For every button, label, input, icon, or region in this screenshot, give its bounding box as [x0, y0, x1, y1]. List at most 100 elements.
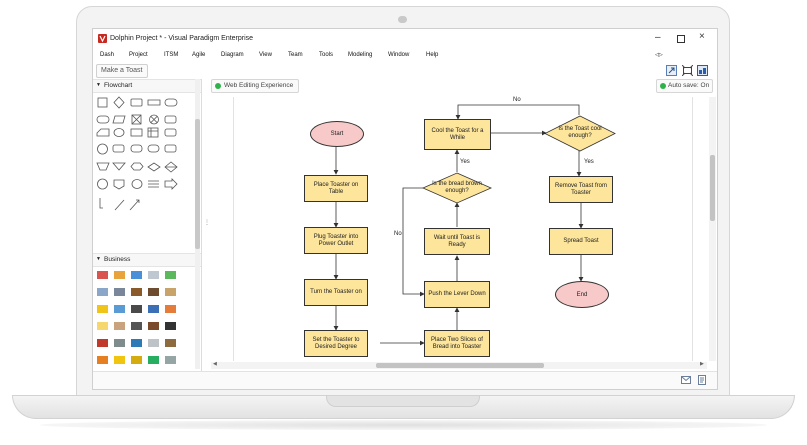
web-editing-toggle[interactable]: Web Editing Experience [211, 79, 300, 93]
monitor-icon[interactable] [114, 288, 125, 296]
palette-scroll-thumb[interactable] [195, 119, 200, 249]
business-label: Business [104, 256, 131, 263]
laptop-icon[interactable] [148, 339, 159, 347]
canvas-horizontal-scrollbar[interactable]: ◀ ▶ [211, 361, 707, 369]
cool-toast-node[interactable]: Cool the Toast for a While [424, 119, 491, 150]
target-icon[interactable] [97, 339, 108, 347]
chart-board-icon[interactable] [114, 271, 125, 279]
gears-icon[interactable] [114, 339, 125, 347]
place-toaster-node[interactable]: Place Toaster on Table [304, 175, 368, 202]
remove-toast-node[interactable]: Remove Toast from Toaster [549, 176, 613, 203]
callout-shape-icon [147, 99, 161, 106]
menu-help[interactable]: Help [426, 52, 439, 58]
menu-project[interactable]: Project [129, 52, 148, 58]
yes-label-left: Yes [460, 159, 470, 165]
spread-toast-node[interactable]: Spread Toast [549, 228, 613, 255]
turn-on-node[interactable]: Turn the Toaster on [304, 279, 368, 306]
palette-scrollbar[interactable] [195, 79, 200, 369]
data-shape-icon [112, 115, 126, 124]
note-icon[interactable] [97, 322, 108, 330]
set-degree-node[interactable]: Set the Toaster to Desired Degree [304, 330, 368, 357]
scale-icon[interactable] [97, 288, 108, 296]
close-icon[interactable]: × [699, 31, 705, 42]
offpage-connector-icon [113, 179, 125, 190]
auto-save-status[interactable]: Auto save: On [656, 79, 714, 93]
briefcase-icon[interactable] [97, 271, 108, 279]
scroll-left-icon[interactable]: ◀ [213, 361, 217, 367]
gavel-icon[interactable] [165, 339, 176, 347]
calendar-icon[interactable] [131, 271, 142, 279]
mail-icon[interactable] [681, 376, 691, 384]
business-section-header[interactable]: ▼ Business [93, 253, 201, 267]
menu-agile[interactable]: Agile [192, 52, 206, 58]
fit-view-icon[interactable] [682, 65, 693, 76]
preparation-shape-icon [130, 162, 144, 171]
businessman-icon[interactable] [131, 322, 142, 330]
maximize-icon[interactable] [677, 35, 685, 43]
panel-icon[interactable] [697, 65, 708, 76]
menu-itsm[interactable]: ITSM [164, 52, 179, 58]
minimize-icon[interactable]: – [655, 32, 661, 43]
canvas-vertical-scrollbar[interactable] [709, 97, 716, 361]
menu-dash[interactable]: Dash [100, 52, 115, 58]
wait-ready-node[interactable]: Wait until Toast is Ready [424, 228, 490, 255]
grid-icon[interactable] [97, 356, 108, 364]
menu-team[interactable]: Team [288, 52, 303, 58]
plug-toaster-node[interactable]: Plug Toaster into Power Outlet [304, 227, 368, 254]
tools-icon[interactable] [165, 356, 176, 364]
bread-brown-decision[interactable] [422, 172, 492, 204]
menu-window[interactable]: Window [388, 52, 410, 58]
annotation-icon [148, 180, 159, 188]
diagram-canvas[interactable]: Start Place Toaster on Table Plug Toaste… [233, 97, 693, 361]
cash-icon[interactable] [148, 356, 159, 364]
end-node[interactable]: End [555, 281, 609, 308]
sequential-data-icon [131, 179, 143, 189]
pie-chart-icon[interactable] [165, 305, 176, 313]
push-lever-node[interactable]: Push the Lever Down [424, 281, 490, 308]
vertical-scroll-thumb[interactable] [710, 155, 715, 221]
decision-shape-icon [113, 96, 125, 109]
place-bread-node[interactable]: Place Two Slices of Bread into Toaster [424, 330, 490, 357]
stored-data-icon [147, 144, 160, 153]
person-icon[interactable] [114, 322, 125, 330]
toast-cool-decision[interactable] [544, 115, 616, 152]
factory-icon[interactable] [165, 322, 176, 330]
chevron-down-icon: ▼ [96, 82, 101, 88]
lightbulb-icon[interactable] [97, 305, 108, 313]
manual-operation-icon [96, 162, 110, 171]
splitter-handle[interactable]: ⋮ [204, 220, 210, 226]
people-icon[interactable] [114, 305, 125, 313]
handshake-icon[interactable] [131, 339, 142, 347]
menu-diagram[interactable]: Diagram [221, 52, 244, 58]
horizontal-scroll-thumb[interactable] [376, 363, 544, 368]
delay-shape-icon [130, 144, 143, 153]
scroll-right-icon[interactable]: ▶ [700, 361, 704, 367]
book-icon[interactable] [148, 322, 159, 330]
menu-view[interactable]: View [259, 52, 272, 58]
share-icon[interactable] [666, 65, 677, 76]
box-icon[interactable] [165, 288, 176, 296]
camera-tool-icon[interactable] [131, 305, 142, 313]
document-icon[interactable] [698, 375, 706, 385]
start-node[interactable]: Start [310, 121, 364, 147]
title-bar: Dolphin Project * - Visual Paradigm Ente… [93, 29, 717, 49]
menu-tools[interactable]: Tools [319, 52, 334, 58]
laptop-notch [326, 396, 480, 407]
flowchart-section-header[interactable]: ▼ Flowchart [93, 79, 201, 93]
auto-save-label: Auto save: On [668, 82, 710, 89]
diagram-tab[interactable]: Make a Toast [96, 64, 148, 78]
business-icon-grid[interactable] [97, 271, 187, 371]
building-icon[interactable] [148, 271, 159, 279]
connector-shape-icon [97, 143, 108, 155]
money-icon[interactable] [114, 356, 125, 364]
suitcase-icon[interactable] [148, 288, 159, 296]
camera-icon [398, 16, 407, 23]
laptop-shadow [40, 420, 767, 430]
flowchart-shapes[interactable] [93, 92, 193, 222]
coins-icon[interactable] [131, 356, 142, 364]
menu-modeling[interactable]: Modeling [348, 52, 373, 58]
bag-icon[interactable] [131, 288, 142, 296]
bar-chart-icon[interactable] [165, 271, 176, 279]
id-card-icon[interactable] [148, 305, 159, 313]
restore-icon[interactable]: ◁▷ [655, 52, 663, 58]
